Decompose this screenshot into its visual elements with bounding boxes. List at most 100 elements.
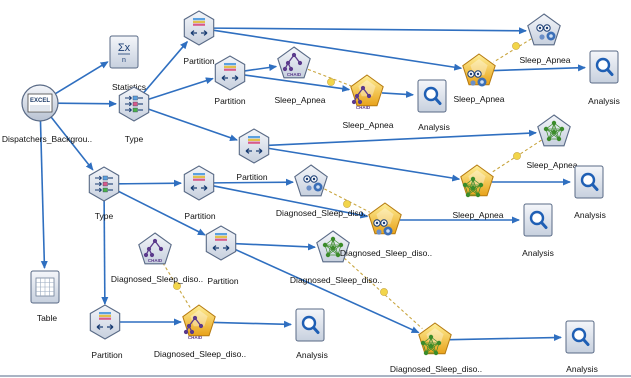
analysis3-node[interactable]: Analysis bbox=[574, 165, 606, 220]
partition5-node[interactable]: Partition bbox=[205, 225, 239, 286]
analysis2-node[interactable]: Analysis bbox=[417, 79, 450, 132]
node-label: Partition bbox=[207, 276, 238, 286]
partition1-node[interactable]: Partition bbox=[183, 10, 215, 66]
partition6-node[interactable]: Partition bbox=[89, 304, 123, 360]
stream-link-partition5-to-nn_build_2[interactable] bbox=[235, 242, 317, 251]
svm-model-nugget-icon bbox=[462, 53, 496, 87]
stream-link-type2-to-partition6[interactable] bbox=[101, 198, 109, 306]
partition4-node[interactable]: Partition bbox=[183, 165, 216, 221]
stream-link-partition4-to-svm_nugget_2[interactable] bbox=[213, 185, 369, 219]
nn-build-1-node[interactable]: Sleep_Apnea bbox=[526, 114, 578, 170]
stream-link-partition3-to-nn_nugget_1[interactable] bbox=[268, 147, 461, 182]
stream-link-chaid_nugget_2-to-analysis5[interactable] bbox=[213, 320, 293, 328]
model-link-dot bbox=[173, 282, 181, 290]
stream-link-svm_nugget_1-to-analysis1[interactable] bbox=[493, 64, 587, 72]
node-label: Sleep_Apnea bbox=[453, 94, 504, 104]
node-label: Sleep_Apnea bbox=[452, 210, 503, 220]
neural-net-modeler-icon bbox=[316, 230, 350, 263]
node-label: Analysis bbox=[588, 96, 620, 106]
svg-text:CHAID: CHAID bbox=[356, 105, 371, 110]
stream-link-source-to-type2[interactable] bbox=[49, 115, 94, 171]
neural-net-modeler-icon bbox=[537, 114, 571, 147]
node-label: Diagnosed_Sleep_diso.. bbox=[154, 349, 246, 359]
node-label: Partition bbox=[214, 96, 245, 106]
stream-link-nn_nugget_2-to-analysis6[interactable] bbox=[449, 334, 563, 342]
svg-text:Σx: Σx bbox=[118, 42, 131, 54]
partition-icon bbox=[183, 165, 215, 201]
chaid-model-nugget-icon: CHAID bbox=[182, 304, 216, 340]
analysis5-node[interactable]: Analysis bbox=[295, 308, 328, 360]
table-node[interactable]: Table bbox=[30, 270, 60, 323]
svm-build-2-node[interactable]: Diagnosed_Sleep_diso.. bbox=[276, 164, 368, 218]
svm-nugget-2-node[interactable]: Diagnosed_Sleep_diso.. bbox=[340, 202, 432, 258]
node-label: Table bbox=[37, 313, 58, 323]
node-label: Analysis bbox=[522, 248, 554, 258]
neural-net-model-nugget-icon bbox=[460, 164, 494, 198]
partition2-node[interactable]: Partition bbox=[214, 55, 246, 106]
magnifier-analysis-icon bbox=[589, 50, 619, 84]
table-grid-icon bbox=[30, 270, 60, 304]
magnifier-analysis-icon bbox=[574, 165, 604, 199]
model-link-dot bbox=[343, 200, 351, 208]
stream-link-partition1-to-svm_build_1[interactable] bbox=[213, 27, 528, 35]
stream-link-source-to-table[interactable] bbox=[39, 118, 48, 270]
magnifier-analysis-icon bbox=[565, 320, 595, 354]
stream-link-partition5-to-nn_nugget_2[interactable] bbox=[234, 248, 420, 334]
analysis4-node[interactable]: Analysis bbox=[522, 203, 554, 258]
type1-node[interactable]: Type bbox=[118, 86, 150, 144]
nn-nugget-2-node[interactable]: Diagnosed_Sleep_diso.. bbox=[390, 322, 482, 374]
node-label: Analysis bbox=[296, 350, 328, 360]
svg-text:CHAID: CHAID bbox=[148, 258, 163, 263]
svm-build-1-node[interactable]: Sleep_Apnea bbox=[519, 13, 571, 65]
chaid-nugget-2-node[interactable]: CHAID Diagnosed_Sleep_diso.. bbox=[154, 304, 246, 359]
stream-link-partition2-to-chaid_nugget_1[interactable] bbox=[244, 74, 351, 93]
stream-link-type2-to-partition4[interactable] bbox=[118, 179, 183, 187]
node-label: Type bbox=[125, 134, 144, 144]
chaid-build-1-node[interactable]: CHAID Sleep_Apnea bbox=[274, 46, 326, 105]
stream-link-partition1-to-svm_nugget_1[interactable] bbox=[213, 29, 463, 71]
svm-model-nugget-icon bbox=[368, 202, 402, 236]
node-label: Dispatchers_Backgrou.. bbox=[2, 134, 92, 144]
magnifier-analysis-icon bbox=[295, 308, 325, 342]
nn-build-2-node[interactable]: Diagnosed_Sleep_diso.. bbox=[290, 230, 382, 285]
partition3-node[interactable]: Partition bbox=[236, 128, 270, 182]
stream-link-partition4-to-svm_build_2[interactable] bbox=[213, 178, 295, 186]
nodes-layer: EXCELDispatchers_Backgrou..ΣxnStatistics… bbox=[2, 10, 620, 374]
svm-nugget-1-node[interactable]: Sleep_Apnea bbox=[453, 53, 505, 104]
stream-link-type1-to-partition1[interactable] bbox=[143, 40, 188, 94]
analysis1-node[interactable]: Analysis bbox=[588, 50, 620, 106]
nn-nugget-1-node[interactable]: Sleep_Apnea bbox=[452, 164, 504, 220]
node-label: Analysis bbox=[418, 122, 450, 132]
stream-link-partition2-to-chaid_build_1[interactable] bbox=[244, 64, 278, 72]
svg-text:CHAID: CHAID bbox=[188, 335, 203, 340]
stream-link-type2-to-partition5[interactable] bbox=[117, 190, 206, 236]
analysis6-node[interactable]: Analysis bbox=[565, 320, 598, 374]
stream-link-type1-to-partition2[interactable] bbox=[148, 77, 214, 101]
stream-link-partition3-to-nn_build_1[interactable] bbox=[268, 129, 538, 147]
node-label: Partition bbox=[236, 172, 267, 182]
magnifier-analysis-icon bbox=[523, 203, 553, 237]
node-label: Partition bbox=[183, 56, 214, 66]
stream-link-source-to-statistics[interactable] bbox=[53, 61, 109, 96]
node-label: Analysis bbox=[574, 210, 606, 220]
stream-link-chaid_nugget_1-to-analysis2[interactable] bbox=[381, 90, 415, 98]
stream-link-type1-to-partition3[interactable] bbox=[147, 108, 238, 142]
node-label: Sleep_Apnea bbox=[526, 160, 577, 170]
partition-icon bbox=[205, 225, 237, 261]
node-label: Partition bbox=[91, 350, 122, 360]
stream-link-source-to-type1[interactable] bbox=[55, 100, 118, 108]
type2-node[interactable]: Type bbox=[88, 166, 120, 221]
node-label: Sleep_Apnea bbox=[274, 95, 325, 105]
partition-icon bbox=[238, 128, 270, 164]
type-node-icon bbox=[118, 86, 150, 122]
partition-icon bbox=[89, 304, 121, 340]
model-link-dot bbox=[327, 78, 335, 86]
svg-text:n: n bbox=[122, 57, 126, 64]
svg-text:CHAID: CHAID bbox=[287, 72, 302, 77]
svm-modeler-icon bbox=[527, 13, 561, 46]
